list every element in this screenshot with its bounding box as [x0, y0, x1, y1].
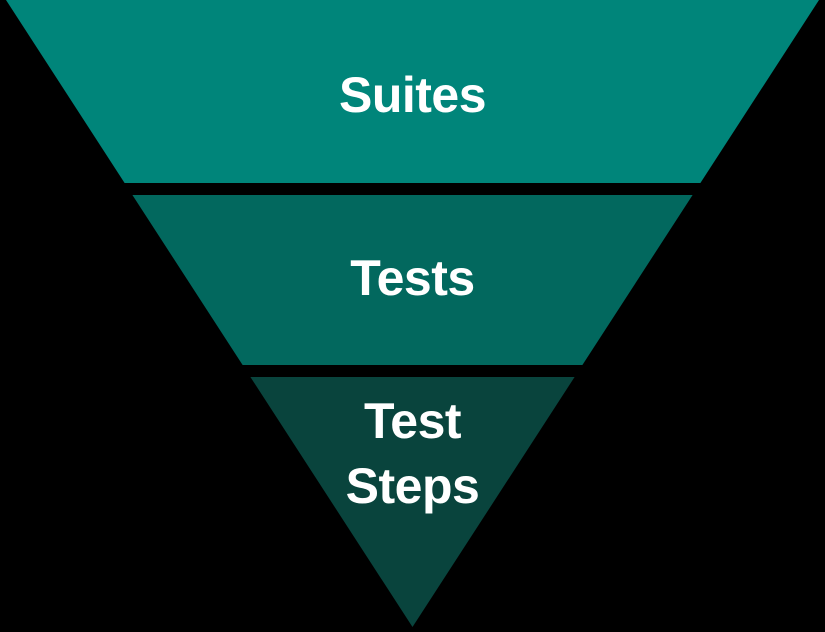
pyramid-level-test-steps-label-line2: Steps	[346, 458, 480, 514]
pyramid-level-test-steps-shape	[250, 377, 575, 627]
pyramid-level-suites-shape	[6, 0, 819, 183]
pyramid-level-suites-label: Suites	[339, 67, 486, 123]
pyramid-level-test-steps-label-line1: Test	[364, 393, 462, 449]
pyramid-level-tests-label: Tests	[350, 250, 474, 306]
pyramid-level-tests-shape	[132, 195, 693, 365]
